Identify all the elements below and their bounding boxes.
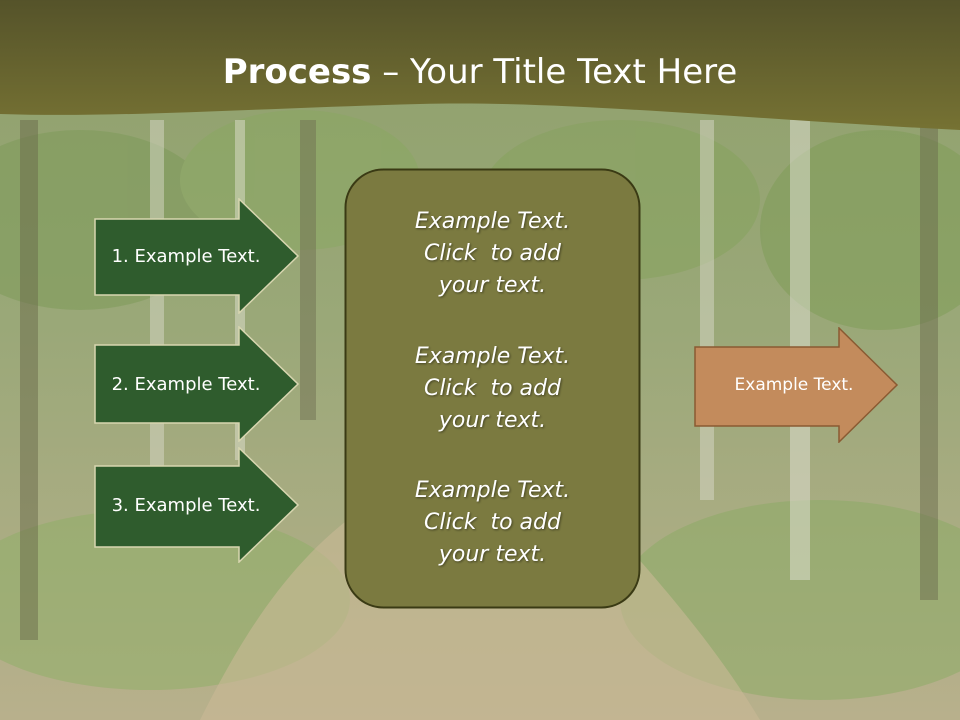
step-label-2: 2. Example Text. [111,373,261,395]
center-paragraph-3-line-2: Click to add [424,509,561,535]
step-arrow-2[interactable]: 2. Example Text. [94,326,300,442]
center-text-box[interactable]: Example Text. Click to add your text. Ex… [344,168,641,609]
center-paragraph-3: Example Text. Click to add your text. [415,475,570,571]
title-rest: – Your Title Text Here [371,52,738,92]
center-paragraph-3-line-3: your text. [438,541,547,567]
arrow-right-icon [94,447,300,563]
center-paragraph-3-line-1: Example Text. [414,477,571,503]
rounded-rectangle [344,168,641,609]
center-paragraph-1: Example Text. Click to add your text. [415,206,570,302]
step-label-3: 3. Example Text. [111,494,261,516]
output-arrow-label: Example Text. [734,375,854,395]
step-arrow-3[interactable]: 3. Example Text. [94,447,300,563]
step-label-1: 1. Example Text. [111,245,261,267]
output-arrow[interactable]: Example Text. [694,327,899,443]
center-paragraph-2-line-1: Example Text. [414,343,571,369]
center-paragraph-1-line-3: your text. [438,273,547,299]
center-paragraph-1-line-2: Click to add [424,241,561,267]
center-paragraph-1-line-1: Example Text. [414,209,571,235]
arrow-right-icon [94,326,300,442]
arrow-right-icon [94,198,300,314]
center-paragraph-2-line-3: your text. [438,407,547,433]
center-paragraph-2: Example Text. Click to add your text. [415,341,570,437]
center-paragraph-2-line-2: Click to add [424,375,561,401]
arrow-right-icon [694,327,899,443]
slide-title: Process – Your Title Text Here [0,52,960,92]
title-bold: Process [222,52,372,92]
step-arrow-1[interactable]: 1. Example Text. [94,198,300,314]
